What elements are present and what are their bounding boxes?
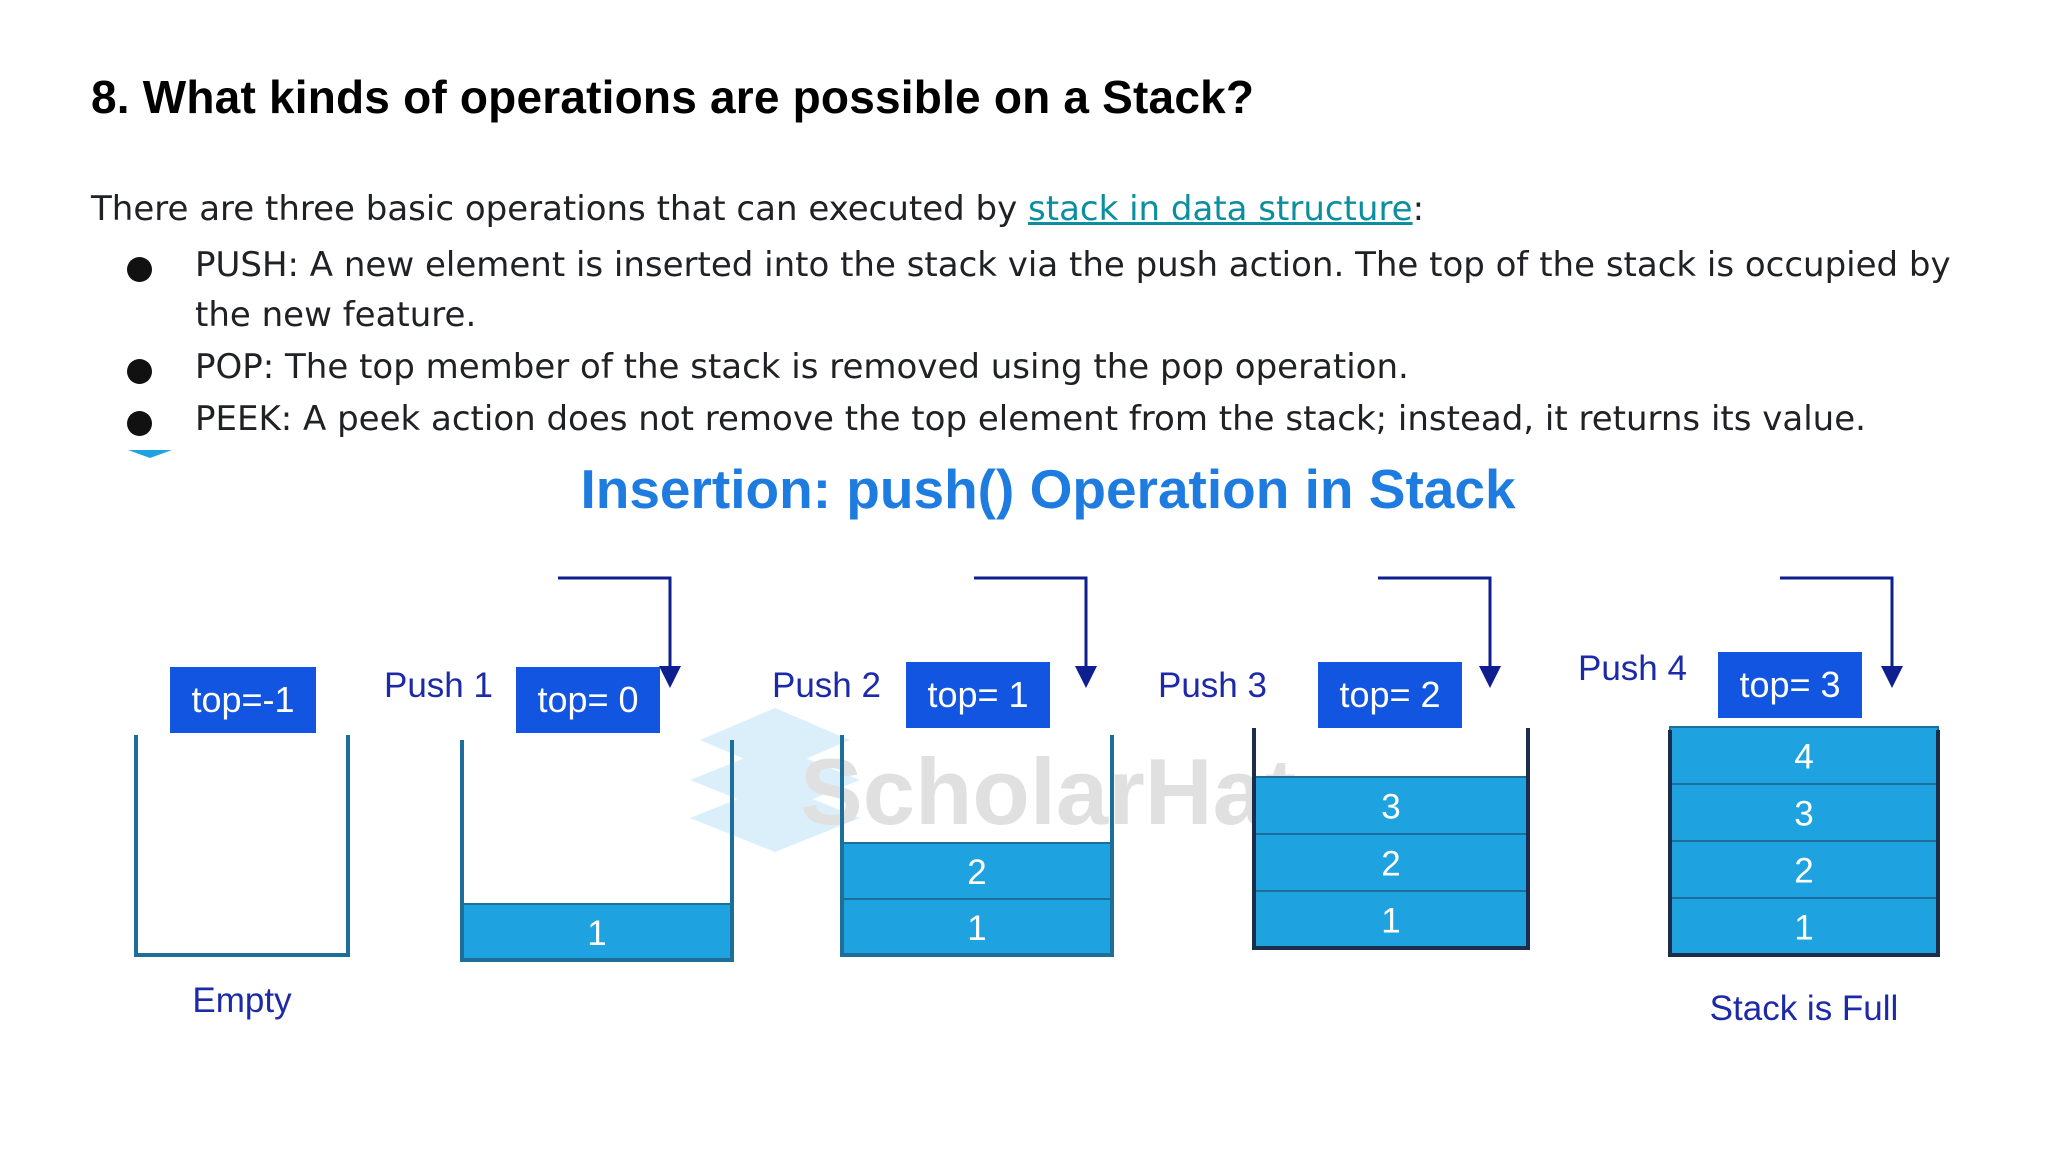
stage-caption: Stack is Full: [1710, 989, 1899, 1028]
push-step-label: Push 2: [772, 666, 881, 705]
list-item-peek: PEEK: A peek action does not remove the …: [91, 394, 1991, 444]
intro-paragraph: There are three basic operations that ca…: [91, 184, 1991, 234]
stack-data-structure-link[interactable]: stack in data structure: [1028, 189, 1413, 229]
stack-cell-value: 1: [587, 914, 606, 953]
chevron-down-icon: [128, 450, 172, 458]
intro-text: There are three basic operations that ca…: [91, 189, 1029, 229]
stack-cell-value: 3: [1794, 795, 1813, 834]
operations-list: PUSH: A new element is inserted into the…: [91, 240, 1991, 446]
intro-colon: :: [1412, 189, 1425, 229]
push-step-label: Push 4: [1578, 649, 1687, 688]
bullet-icon: [127, 257, 152, 282]
arrow-down-icon: [1881, 666, 1903, 688]
top-pointer-label: top= 3: [1739, 664, 1840, 705]
stack-cell-value: 2: [1794, 852, 1813, 891]
stack-cell-value: 1: [1381, 902, 1400, 941]
push-step-label: Push 3: [1158, 666, 1267, 705]
stage-caption: Empty: [192, 981, 292, 1020]
watermark: ScholarHat: [690, 708, 1296, 852]
arrow-down-icon: [1075, 666, 1097, 688]
list-item-text: PUSH: A new element is inserted into the…: [195, 245, 1951, 335]
list-item-text: PEEK: A peek action does not remove the …: [195, 399, 1866, 439]
stack-container: [134, 735, 350, 957]
watermark-text: ScholarHat: [800, 739, 1296, 844]
push-arrow: [974, 576, 1088, 672]
diagram-title: Insertion: push() Operation in Stack: [580, 458, 1515, 520]
push-step-label: Push 1: [384, 666, 493, 705]
arrow-down-icon: [659, 666, 681, 688]
push-arrow: [1780, 576, 1894, 672]
push-arrow: [1378, 576, 1492, 672]
top-pointer-label: top= 1: [927, 674, 1028, 715]
stack-cell-value: 2: [1381, 845, 1400, 884]
stack-cell-value: 1: [967, 909, 986, 948]
top-pointer-label: top=-1: [191, 679, 294, 720]
stack-cell-value: 3: [1381, 788, 1400, 827]
top-pointer-label: top= 2: [1339, 674, 1440, 715]
bullet-icon: [127, 411, 152, 436]
arrow-down-icon: [1479, 666, 1501, 688]
stack-cell-value: 4: [1794, 738, 1813, 777]
page-title: 8. What kinds of operations are possible…: [91, 71, 1255, 123]
bullet-icon: [127, 359, 152, 384]
list-item-push: PUSH: A new element is inserted into the…: [91, 240, 1991, 340]
list-item-pop: POP: The top member of the stack is remo…: [91, 342, 1991, 392]
stack-cell-value: 1: [1794, 909, 1813, 948]
push-arrow: [558, 576, 672, 672]
top-pointer-label: top= 0: [537, 679, 638, 720]
list-item-text: POP: The top member of the stack is remo…: [195, 347, 1409, 387]
stack-cell-value: 2: [967, 853, 986, 892]
